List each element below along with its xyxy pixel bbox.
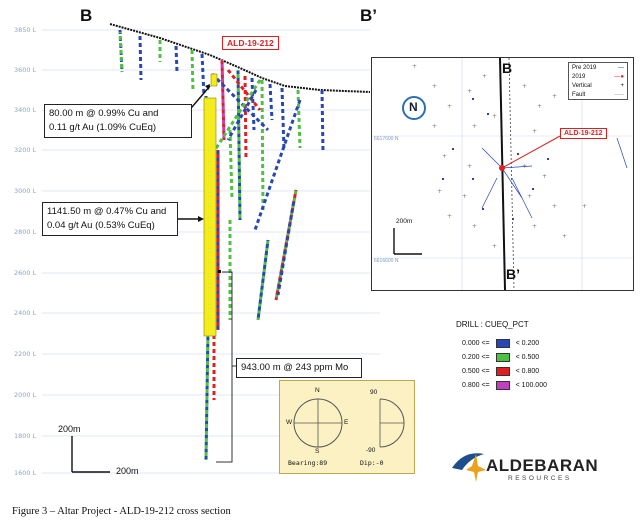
svg-text:+: + [437,188,442,195]
svg-text:+: + [492,113,497,120]
elevation-label: 3400 L [14,106,37,114]
svg-text:+: + [447,103,452,110]
section-label-left: B [80,6,93,25]
svg-text:+: + [482,73,487,80]
section-label-right: B’ [360,6,377,25]
inset-map: +++ +++ +++ +++ +++ +++ +++ +++ ++ [371,57,634,291]
stereonet-south: S [315,448,320,455]
legend-swatch [495,338,510,348]
svg-text:+: + [432,83,437,90]
legend-fault: Fault [572,92,586,98]
inset-drillhole-tag: ALD-19-212 [560,128,607,139]
elevation-label: 3000 L [14,187,37,195]
elevation-label: 2000 L [14,391,37,399]
north-arrow-icon: N [409,100,418,114]
elevation-label: 2800 L [14,228,37,236]
callout-line: 0.04 g/t Au (0.53% CuEq) [47,220,155,231]
dip-readout: Dip:-0 [360,459,384,467]
inset-label-bottom: B’ [506,266,520,282]
legend-pre: Pre 2019 [572,65,597,71]
bearing-readout: Bearing:89 [288,459,328,467]
elevation-label: 1800 L [14,432,37,440]
aldebaran-logo-icon [448,444,488,484]
callout-line: 0.11 g/t Au (1.09% CuEq) [49,122,157,133]
legend-vertical: Vertical [572,83,592,89]
callout-line: 80.00 m @ 0.99% Cu and [49,108,159,119]
svg-text:+: + [472,123,477,130]
stereonet-east: E [344,419,349,426]
logo-name: ALDEBARAN [486,456,599,475]
legend-row: 0.500 <= < 0.800 [462,364,582,378]
svg-text:+: + [442,153,447,160]
inset-legend: Pre 2019— 2019—● Vertical+ Fault····· [568,62,628,100]
intercept-callout-middle: 1141.50 m @ 0.47% Cu and 0.04 g/t Au (0.… [42,202,178,236]
stereonet-panel: N S E W 90 -90 Bearing:89 Dip:-0 [279,380,415,474]
svg-text:+: + [527,193,532,200]
svg-text:+: + [412,63,417,70]
stereonet-north: N [315,387,320,394]
svg-text:+: + [537,103,542,110]
inset-label-top: B [502,60,513,76]
stereonet-top: 90 [370,389,378,396]
legend-row: 0.200 <= < 0.500 [462,350,582,364]
stereonet-drawing [293,398,405,448]
legend-low: 0.200 <= [462,353,490,361]
legend-low: 0.500 <= [462,367,490,375]
legend-high: < 100.000 [515,381,547,389]
svg-text:+: + [447,213,452,220]
svg-text:+: + [542,173,547,180]
svg-text:+: + [582,203,587,210]
elevation-label: 3200 L [14,146,37,154]
legend-row: 0.800 <= < 100.000 [462,378,582,392]
svg-text:+: + [552,203,557,210]
svg-text:+: + [522,83,527,90]
inset-scale-label: 200m [396,218,413,225]
legend-high: < 0.200 [515,339,540,347]
legend-2019: 2019 [572,74,586,80]
elevation-label: 1600 L [14,469,37,477]
legend-swatch [495,352,510,362]
legend-high: < 0.500 [515,353,540,361]
vertical-scale-label: 200m [58,424,81,434]
svg-text:+: + [492,243,497,250]
drill-legend-title: DRILL : CUEQ_PCT [456,320,529,329]
molybdenum-callout: 943.00 m @ 243 ppm Mo [236,358,362,378]
svg-text:+: + [562,233,567,240]
svg-text:+: + [467,88,472,95]
elevation-label: 2600 L [14,269,37,277]
grid-label: 6616600 N [374,258,399,264]
legend-low: 0.000 <= [462,339,490,347]
legend-low: 0.800 <= [462,381,490,389]
svg-text:+: + [472,223,477,230]
svg-text:+: + [432,123,437,130]
logo-subtitle: RESOURCES [508,475,572,482]
svg-text:+: + [467,163,472,170]
elevation-label: 3850 L [14,26,37,34]
stereonet-west: W [286,419,293,426]
legend-high: < 0.800 [515,367,540,375]
legend-swatch [495,380,510,390]
elevation-label: 3600 L [14,66,37,74]
inset-map-drawing: +++ +++ +++ +++ +++ +++ +++ +++ ++ [372,58,633,290]
drill-legend: 0.000 <= < 0.200 0.200 <= < 0.500 0.500 <=… [462,336,582,392]
intercept-callout-upper: 80.00 m @ 0.99% Cu and 0.11 g/t Au (1.09… [44,104,192,138]
stereonet-bottom: -90 [366,447,376,454]
svg-text:+: + [532,128,537,135]
svg-text:+: + [532,223,537,230]
svg-text:+: + [552,93,557,100]
elevation-label: 2200 L [14,350,37,358]
drillhole-tag: ALD-19-212 [222,36,279,50]
grid-label: 6617600 N [374,136,399,142]
legend-row: 0.000 <= < 0.200 [462,336,582,350]
legend-swatch [495,366,510,376]
svg-text:+: + [462,193,467,200]
figure-caption: Figure 3 – Altar Project - ALD-19-212 cr… [12,506,231,517]
callout-line: 1141.50 m @ 0.47% Cu and [47,206,167,217]
horizontal-scale-label: 200m [116,466,139,476]
elevation-label: 2400 L [14,309,37,317]
